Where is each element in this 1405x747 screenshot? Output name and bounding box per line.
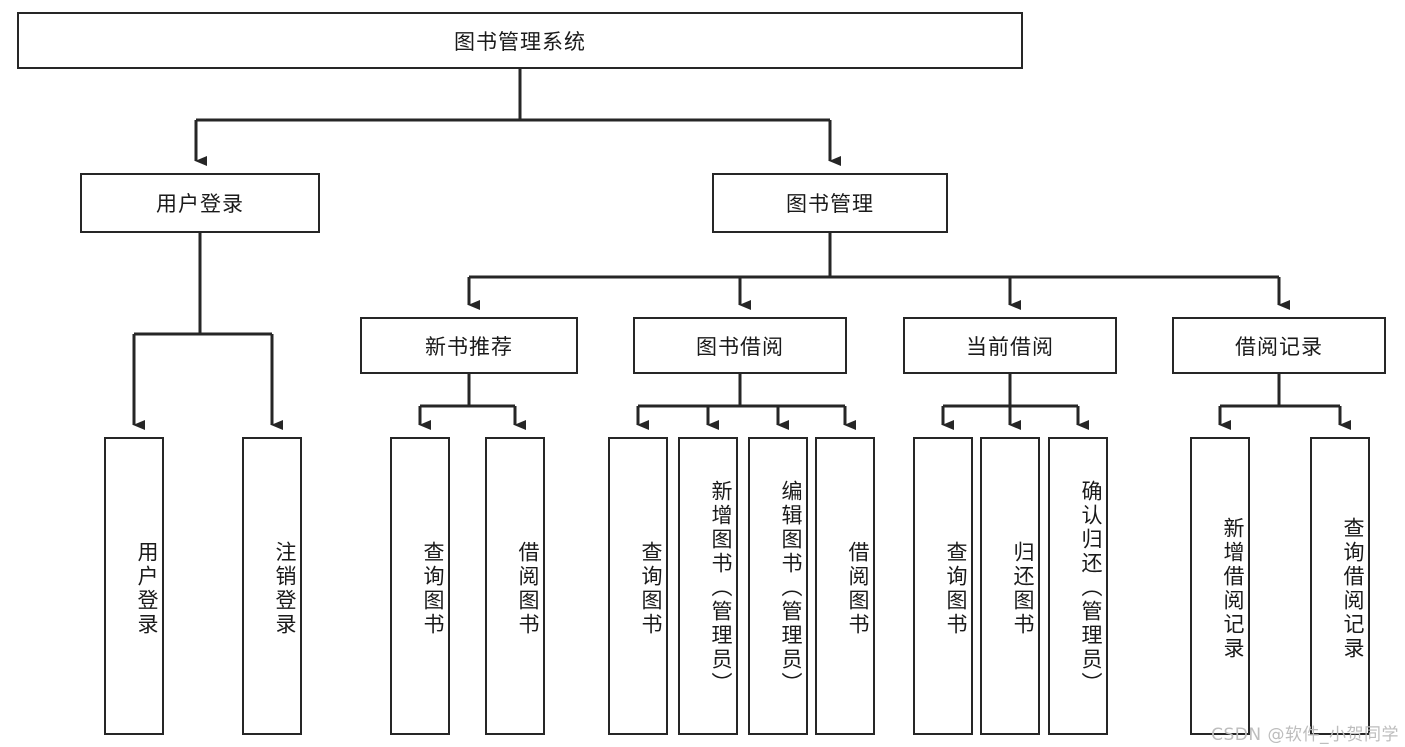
node-borrow-record[interactable]: 借阅记录 — [1172, 317, 1386, 374]
node-user-login[interactable]: 用户登录 — [80, 173, 320, 233]
node-leaf-query-record[interactable]: 查询借阅记录 — [1310, 437, 1370, 735]
node-leaf-query-book-1[interactable]: 查询图书 — [390, 437, 450, 735]
node-leaf-query-book-2[interactable]: 查询图书 — [608, 437, 668, 735]
watermark-text: CSDN @软件_小贺同学 — [1211, 725, 1399, 745]
node-leaf-confirm-return[interactable]: 确认归还（管理员） — [1048, 437, 1108, 735]
node-leaf-add-record[interactable]: 新增借阅记录 — [1190, 437, 1250, 735]
node-root[interactable]: 图书管理系统 — [17, 12, 1023, 69]
node-leaf-add-book[interactable]: 新增图书（管理员） — [678, 437, 738, 735]
node-book-manage[interactable]: 图书管理 — [712, 173, 948, 233]
node-leaf-user-login[interactable]: 用户登录 — [104, 437, 164, 735]
node-leaf-borrow-book-1[interactable]: 借阅图书 — [485, 437, 545, 735]
node-leaf-borrow-book-2[interactable]: 借阅图书 — [815, 437, 875, 735]
node-leaf-return-book[interactable]: 归还图书 — [980, 437, 1040, 735]
node-new-book-rec[interactable]: 新书推荐 — [360, 317, 578, 374]
node-leaf-edit-book[interactable]: 编辑图书（管理员） — [748, 437, 808, 735]
node-current-borrow[interactable]: 当前借阅 — [903, 317, 1117, 374]
node-leaf-query-book-3[interactable]: 查询图书 — [913, 437, 973, 735]
node-book-borrow[interactable]: 图书借阅 — [633, 317, 847, 374]
node-leaf-logout[interactable]: 注销登录 — [242, 437, 302, 735]
